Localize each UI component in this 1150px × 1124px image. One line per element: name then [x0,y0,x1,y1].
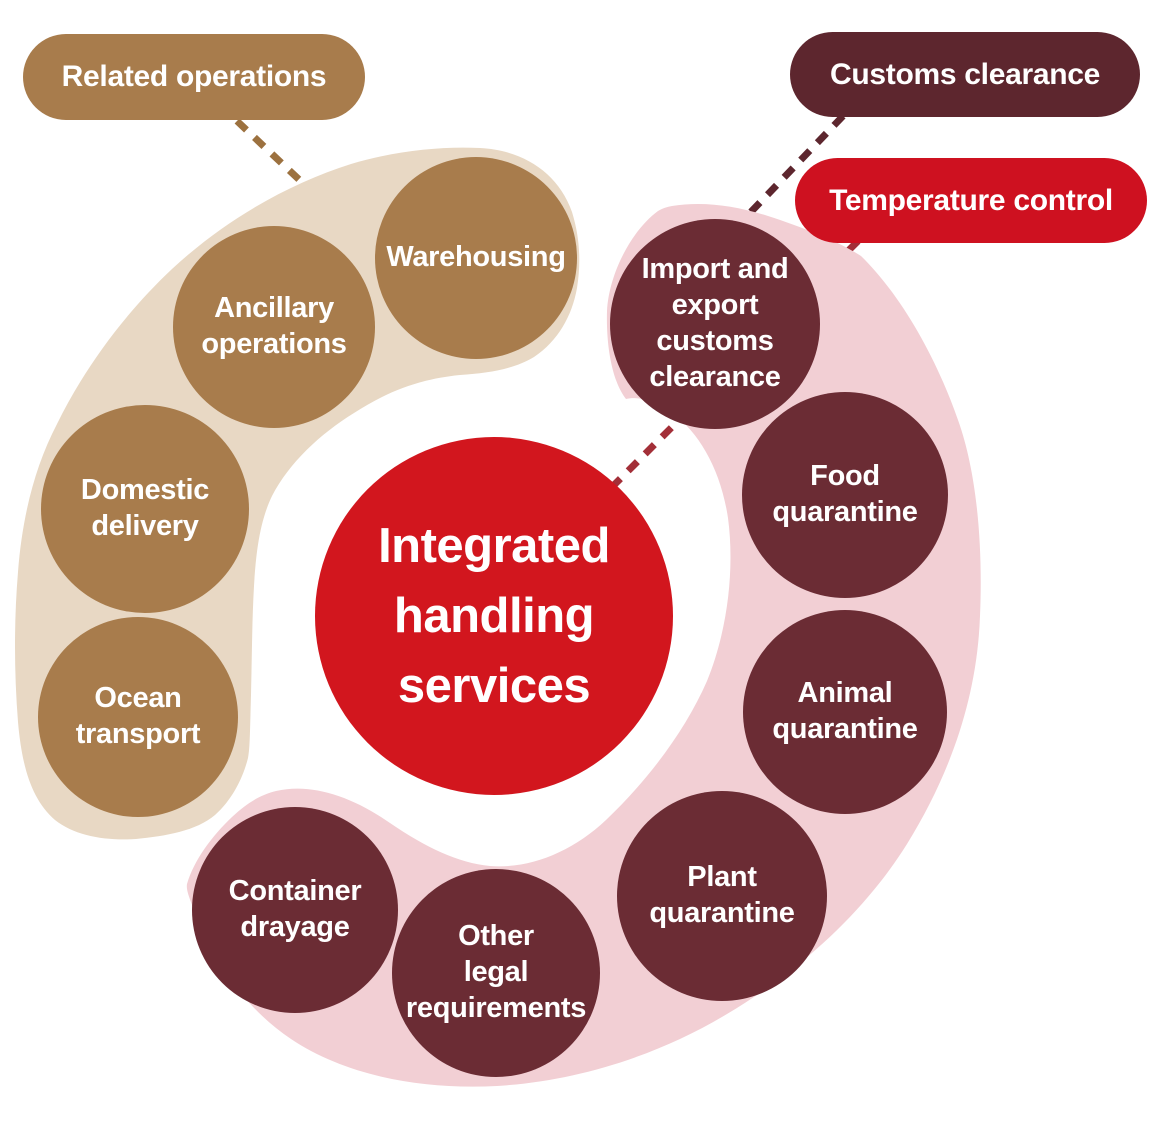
related-operations-connector-line [234,118,311,191]
circle-plant-quarantine: Plant quarantine [617,791,827,1001]
circle-animal-quarantine: Animal quarantine [743,610,947,814]
circle-warehousing: Warehousing [375,157,577,359]
circle-ancillary-operations: Ancillary operations [173,226,375,428]
center-circle-integrated-handling-services: Integrated handling services [315,437,673,795]
related-operations-pill: Related operations [23,34,365,120]
circle-container-drayage: Container drayage [192,807,398,1013]
customs-clearance-pill: Customs clearance [790,32,1140,117]
circle-domestic-delivery: Domestic delivery [41,405,249,613]
circle-ocean-transport: Ocean transport [38,617,238,817]
temperature-control-pill: Temperature control [795,158,1147,243]
circle-import-export-customs-clearance: Import and export customs clearance [610,219,820,429]
circle-other-legal-requirements: Other legal requirements [392,869,600,1077]
circle-food-quarantine: Food quarantine [742,392,948,598]
